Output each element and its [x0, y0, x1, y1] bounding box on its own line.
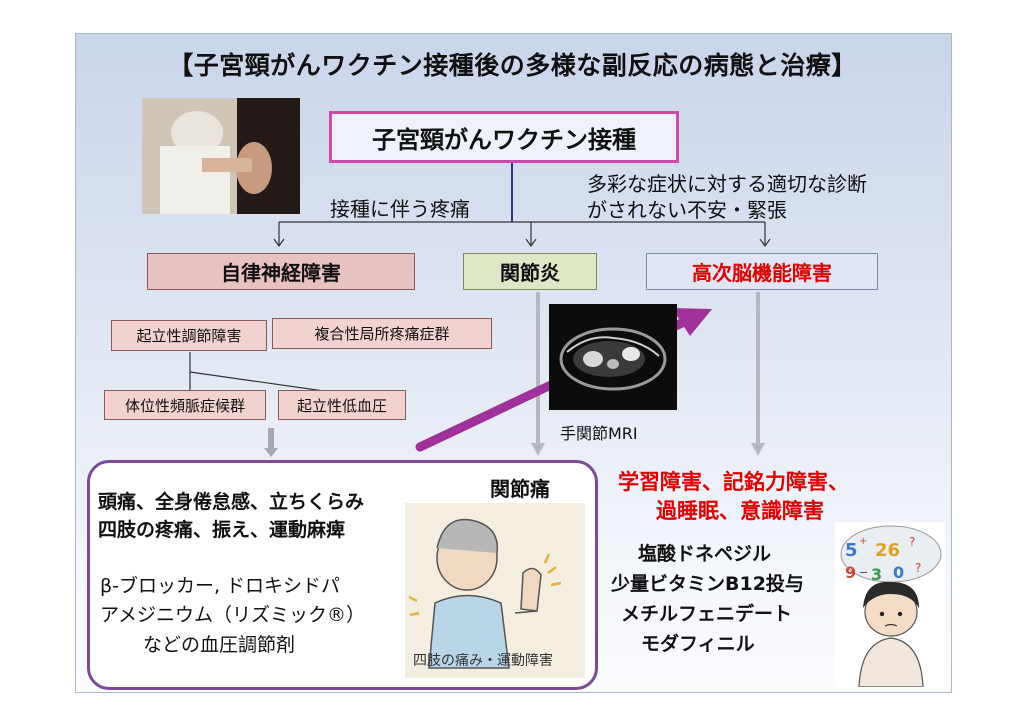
drug-vitamin-b12: 少量ビタミンB12投与: [611, 573, 804, 595]
sub-orthostatic-regulation: 起立性調節障害: [111, 320, 267, 351]
drug-modafinil: モダフィニル: [641, 633, 755, 655]
svg-text:0: 0: [893, 563, 904, 582]
treatment-line1: β-ブロッカー, ドロキシドパ: [100, 575, 341, 597]
drug-donepezil: 塩酸ドネペジル: [638, 543, 772, 565]
symptoms-line1: 頭痛、全身倦怠感、立ちくらみ: [98, 491, 365, 513]
anxiety-label-line2: がされない不安・緊張: [587, 198, 787, 222]
treatment-line3: などの血圧調節剤: [143, 634, 296, 656]
svg-text:?: ?: [909, 535, 915, 549]
svg-text:−: −: [859, 566, 868, 579]
mri-caption: 手関節MRI: [560, 424, 638, 443]
treatment-line2: アメジニウム（リズミック®）: [100, 604, 366, 626]
symptoms-line2: 四肢の疼痛、振え、運動麻痺: [98, 519, 346, 541]
svg-text:9: 9: [845, 563, 856, 582]
confused-girl-illustration: 5 + 26 ? 9 − 3 0 ?: [835, 522, 945, 688]
joint-pain-label: 関節痛: [490, 477, 550, 501]
svg-text:26: 26: [875, 540, 900, 561]
sub-orthostatic-hypotension: 起立性低血圧: [278, 390, 406, 420]
illustration-caption: 四肢の痛み・運動障害: [413, 653, 553, 669]
category-cognitive: 高次脳機能障害: [646, 253, 878, 290]
slide-title: 【子宮頸がんワクチン接種後の多様な副反応の病態と治療】: [168, 51, 857, 80]
sub-crps: 複合性局所疼痛症群: [272, 318, 492, 349]
vaccination-photo: [142, 98, 300, 214]
pain-label: 接種に伴う疼痛: [330, 197, 470, 221]
svg-text:5: 5: [845, 540, 858, 561]
root-vaccination-box: 子宮頸がんワクチン接種: [329, 111, 679, 163]
svg-text:3: 3: [871, 565, 882, 584]
drug-methylphenidate: メチルフェニデート: [621, 603, 793, 625]
cognitive-symptoms-line2: 過睡眠、意識障害: [656, 499, 824, 523]
category-autonomic: 自律神経障害: [147, 253, 415, 290]
svg-text:+: +: [859, 536, 867, 547]
anxiety-label-line1: 多彩な症状に対する適切な診断: [587, 172, 867, 196]
category-arthritis: 関節炎: [463, 253, 597, 290]
limb-pain-illustration: 四肢の痛み・運動障害: [405, 503, 585, 678]
svg-text:?: ?: [915, 561, 921, 575]
wrist-mri-image: [549, 304, 677, 410]
sub-pots: 体位性頻脈症候群: [104, 390, 266, 420]
cognitive-symptoms-line1: 学習障害、記銘力障害、: [618, 470, 849, 494]
